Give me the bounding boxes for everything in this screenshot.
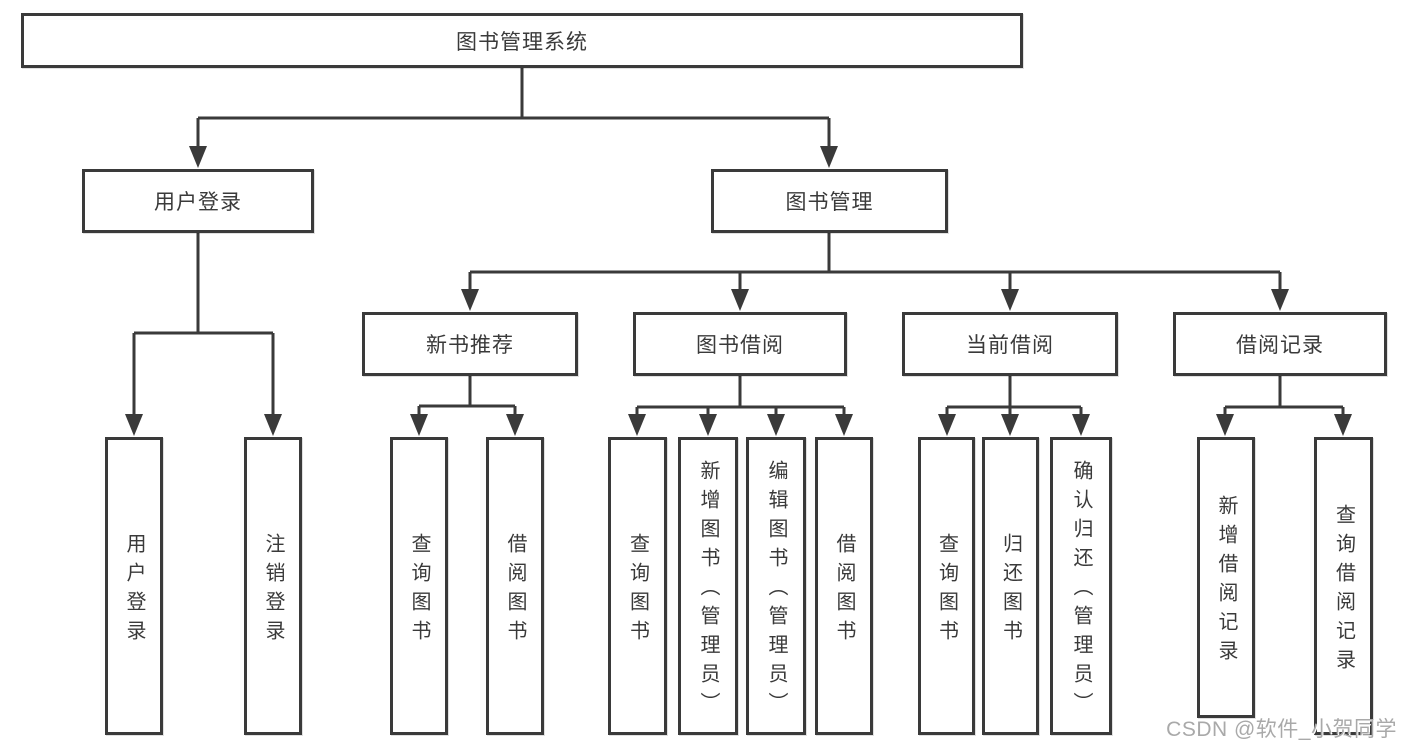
connector-user-login	[132, 231, 275, 418]
leaf-label: 查询借阅记录	[1332, 503, 1355, 678]
leaf-label: 用户登录	[123, 532, 145, 649]
node-leaf-add-borrow-record: 新增借阅记录	[1197, 437, 1255, 718]
node-leaf-add-book-admin: 新增图书（管理员）	[678, 437, 738, 735]
leaf-label: 查询图书	[626, 532, 649, 649]
node-borrow-records: 借阅记录	[1173, 312, 1387, 376]
leaf-label: 归还图书	[999, 532, 1022, 649]
node-leaf-borrow-book-1: 借阅图书	[486, 437, 544, 735]
connector-root-stem	[196, 68, 831, 150]
leaf-label: 查询图书	[935, 532, 958, 649]
node-leaf-logout: 注销登录	[244, 437, 302, 735]
node-user-login: 用户登录	[82, 169, 314, 233]
node-leaf-query-book-3: 查询图书	[918, 437, 975, 735]
csdn-watermark: CSDN @软件_小贺同学	[1166, 718, 1397, 741]
connector-new-book-rec	[417, 376, 517, 418]
leaf-label: 新增借阅记录	[1215, 495, 1237, 669]
node-leaf-user-login: 用户登录	[105, 437, 163, 735]
connector-book-borrow	[635, 376, 846, 418]
node-leaf-confirm-return-admin: 确认归还（管理员）	[1050, 437, 1112, 735]
connector-borrow-records	[1223, 376, 1345, 418]
node-leaf-query-borrow-record: 查询借阅记录	[1314, 437, 1373, 735]
connector-current-borrow	[945, 376, 1083, 418]
leaf-label: 查询图书	[408, 532, 430, 649]
connector-book-mgmt	[468, 231, 1282, 292]
node-book-borrow: 图书借阅	[633, 312, 847, 376]
node-leaf-borrow-book-2: 借阅图书	[815, 437, 873, 735]
leaf-label: 借阅图书	[833, 532, 855, 649]
node-new-book-recommend: 新书推荐	[362, 312, 578, 376]
node-leaf-return-book: 归还图书	[982, 437, 1039, 735]
node-root: 图书管理系统	[21, 13, 1023, 68]
leaf-label: 确认归还（管理员）	[1070, 460, 1092, 721]
node-leaf-query-book-2: 查询图书	[608, 437, 667, 735]
leaf-label: 注销登录	[262, 532, 284, 649]
node-leaf-edit-book-admin: 编辑图书（管理员）	[746, 437, 806, 735]
node-leaf-query-book-1: 查询图书	[390, 437, 448, 735]
leaf-label: 借阅图书	[504, 532, 526, 649]
node-current-borrow: 当前借阅	[902, 312, 1118, 376]
leaf-label: 编辑图书（管理员）	[765, 460, 787, 721]
leaf-label: 新增图书（管理员）	[697, 460, 719, 721]
node-book-management: 图书管理	[711, 169, 948, 233]
